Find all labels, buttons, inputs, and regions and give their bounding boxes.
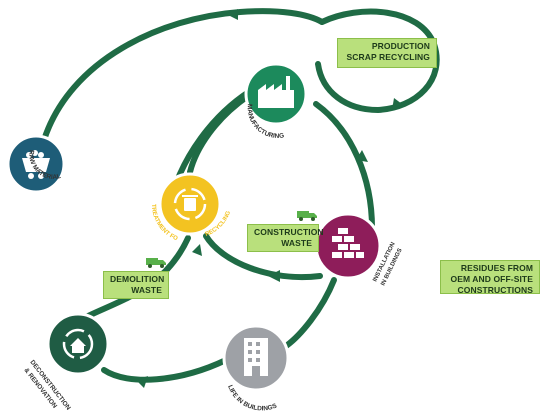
factory-icon	[258, 76, 294, 108]
arrow-head	[392, 98, 402, 110]
production-loop-arc	[315, 8, 440, 114]
residues-line2: OEM AND OFF-SITE	[450, 274, 533, 284]
brick-wall-icon	[332, 228, 364, 258]
construction-line2: WASTE	[281, 238, 312, 248]
arrow-head	[192, 244, 202, 256]
residues-line1: RESIDUES FROM	[460, 263, 533, 273]
residues-line3: CONSTRUCTIONS	[457, 285, 533, 295]
manufacturing-to-installation-arc	[313, 101, 375, 231]
life-to-deconstruction-arc	[101, 357, 229, 383]
mine-cart-icon	[22, 150, 50, 179]
arrow-head	[136, 376, 148, 388]
treatment-node: TREATMENT FOR RECYCLING	[0, 0, 232, 242]
manufacturing-to-treatment-arc	[187, 93, 251, 175]
installation-node: INSTALLATION IN BUILDINGS	[314, 212, 404, 287]
treatment-to-installation-arc	[203, 233, 323, 280]
demolition-waste-label: DEMOLITION WASTE	[103, 271, 169, 299]
demolition-line2: WASTE	[131, 285, 162, 295]
production-scrap-recycling-label: PRODUCTION SCRAP RECYCLING	[337, 38, 437, 68]
production-line2: SCRAP RECYCLING	[346, 52, 430, 62]
construction-line1: CONSTRUCTION	[254, 227, 324, 237]
production-line1: PRODUCTION	[371, 41, 430, 51]
arrow-head	[226, 9, 238, 20]
dump-truck-icon	[297, 211, 317, 221]
deconstruction-node: DECONSTRUCTION & RENOVATION	[22, 312, 110, 412]
raw-to-manufacturing-arc	[41, 8, 325, 143]
residues-label: RESIDUES FROM OEM AND OFF-SITE CONSTRUCT…	[440, 260, 540, 295]
installation-to-life-arc	[283, 277, 337, 349]
house-recycle-icon	[62, 328, 94, 360]
treatment-label-left: TREATMENT FOR	[0, 0, 179, 242]
recycle-bin-icon	[173, 187, 207, 221]
life-node: LIFE IN BUILDINGS	[222, 324, 290, 412]
raw-materials-node: RAW MATERIALS	[0, 0, 66, 194]
arrow-head	[356, 150, 368, 162]
arrow-head	[268, 270, 280, 282]
construction-waste-label: CONSTRUCTION WASTE	[247, 224, 324, 252]
loop-connectors	[41, 8, 440, 383]
building-icon	[244, 338, 268, 376]
dump-truck-icon	[146, 258, 166, 268]
arrow-heads	[136, 9, 402, 388]
manufacturing-node: MANUFACTURING	[244, 62, 308, 140]
demolition-line1: DEMOLITION	[110, 274, 165, 284]
